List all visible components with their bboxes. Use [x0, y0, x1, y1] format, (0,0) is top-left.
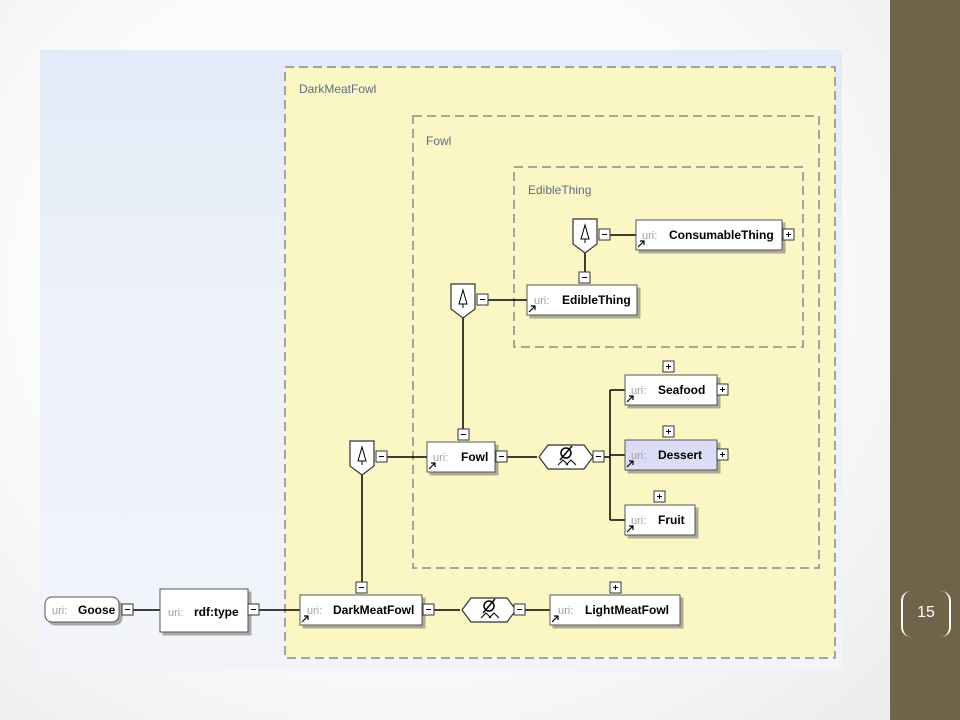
frame-label-dark-meat-fowl: DarkMeatFowl: [299, 82, 376, 96]
uri-prefix: uri:: [433, 452, 448, 464]
node-label: Goose: [78, 603, 116, 617]
node-seafood[interactable]: uri: Seafood: [624, 360, 729, 406]
node-goose[interactable]: uri: Goose: [44, 596, 134, 623]
frame-label-fowl: Fowl: [426, 134, 451, 148]
page-number: 15: [917, 604, 935, 621]
node-dark-meat-fowl[interactable]: uri: DarkMeatFowl: [299, 581, 435, 626]
disjoint-with-icon[interactable]: [538, 444, 605, 470]
frame-edible-thing: EdibleThing: [513, 166, 804, 348]
node-rdf-type[interactable]: uri: rdf:type: [159, 588, 260, 633]
node-label: rdf:type: [194, 605, 239, 619]
connectors: [129, 234, 636, 611]
subclass-of-icon[interactable]: [349, 440, 388, 476]
node-fowl[interactable]: uri: Fowl: [426, 428, 508, 473]
frame-label-edible-thing: EdibleThing: [528, 183, 591, 197]
uri-prefix: uri:: [534, 295, 549, 307]
uri-prefix: uri:: [642, 230, 657, 242]
node-light-meat-fowl[interactable]: uri: LightMeatFowl: [549, 581, 681, 626]
node-label: DarkMeatFowl: [333, 603, 414, 617]
uri-prefix: uri:: [558, 605, 573, 617]
node-fruit[interactable]: uri: Fruit: [624, 490, 696, 536]
node-edible-thing[interactable]: uri: EdibleThing: [526, 271, 638, 316]
page-number-box: 15: [901, 591, 951, 637]
node-label: Fowl: [461, 450, 488, 464]
subclass-of-icon[interactable]: [572, 218, 611, 254]
uri-prefix: uri:: [631, 515, 646, 527]
uri-prefix: uri:: [631, 385, 646, 397]
disjoint-with-icon[interactable]: [461, 597, 526, 623]
node-label: Fruit: [658, 513, 685, 527]
ontology-diagram: DarkMeatFowl Fowl EdibleThing: [40, 50, 842, 670]
uri-prefix: uri:: [631, 450, 646, 462]
uri-prefix: uri:: [52, 605, 67, 617]
node-label: EdibleThing: [562, 293, 631, 307]
uri-prefix: uri:: [168, 607, 183, 619]
node-label: LightMeatFowl: [585, 603, 669, 617]
subclass-of-icon[interactable]: [450, 283, 489, 319]
uri-prefix: uri:: [307, 605, 322, 617]
node-label: ConsumableThing: [669, 228, 774, 242]
node-label: Seafood: [658, 383, 705, 397]
node-consumable-thing[interactable]: uri: ConsumableThing: [635, 219, 795, 251]
node-label: Dessert: [658, 448, 702, 462]
node-dessert[interactable]: uri: Dessert: [624, 425, 729, 471]
